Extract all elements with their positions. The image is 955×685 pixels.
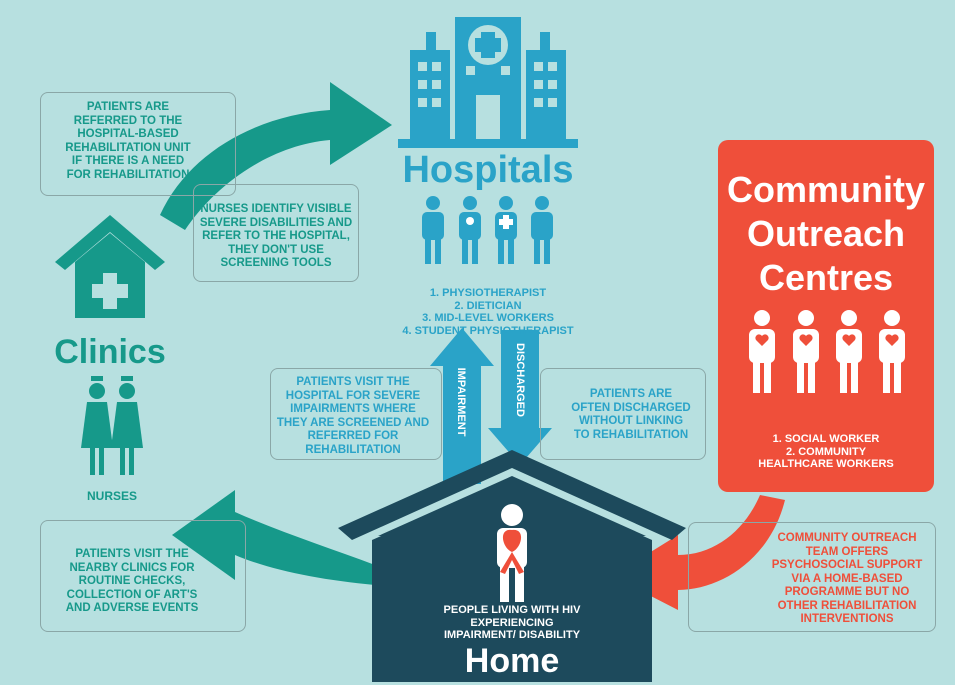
community-staff-list: 1. SOCIAL WORKER 2. COMMUNITY HEALTHCARE… <box>758 433 894 470</box>
impairment-arrow <box>430 328 494 484</box>
clinics-title: Clinics <box>54 333 166 371</box>
community-workers-icon <box>749 310 905 393</box>
home-description: PEOPLE LIVING WITH HIV EXPERIENCING IMPA… <box>443 604 581 641</box>
home-to-clinic-arrow <box>172 490 375 605</box>
note-home-to-hospital-text: PATIENTS VISIT THE HOSPITAL FOR SEVERE I… <box>276 376 430 456</box>
note-nurses-text: NURSES IDENTIFY VISIBLE SEVERE DISABILIT… <box>199 203 353 269</box>
community-to-home-arrow <box>612 495 785 610</box>
clinic-to-hospital-arrow <box>160 82 392 230</box>
hiv-ribbon-person-icon <box>497 504 527 602</box>
community-panel <box>718 140 934 492</box>
note-box-nurses <box>193 184 359 282</box>
home-title: Home <box>464 642 560 680</box>
note-home-to-clinic-text: PATIENTS VISIT THE NEARBY CLINICS FOR RO… <box>65 548 199 614</box>
note-box-home-to-hospital <box>270 368 442 460</box>
hospital-staff-list: 1. PHYSIOTHERAPIST 2. DIETICIAN 3. MID-L… <box>402 287 574 337</box>
note-community-outreach-text: COMMUNITY OUTREACH TEAM OFFERS PSYCHOSOC… <box>771 532 923 625</box>
nurses-icon <box>81 376 143 475</box>
note-discharged-text: PATIENTS ARE OFTEN DISCHARGED WITHOUT LI… <box>571 388 691 441</box>
discharged-label: DISCHARGED <box>514 343 526 417</box>
nurses-label: NURSES <box>86 489 137 503</box>
note-referral-text: PATIENTS ARE REFERRED TO THE HOSPITAL-BA… <box>65 101 191 181</box>
note-box-referral <box>40 92 236 196</box>
clinic-house-icon <box>55 215 165 318</box>
community-title: Community Outreach Centres <box>727 169 925 298</box>
hospital-staff-icon <box>422 196 553 264</box>
discharged-arrow <box>488 330 552 465</box>
hospitals-title: Hospitals <box>402 149 574 191</box>
note-box-home-to-clinic <box>40 520 246 632</box>
impairment-label: IMPAIRMENT <box>455 367 467 437</box>
hospital-building-icon <box>398 17 578 148</box>
note-box-discharged <box>540 368 706 460</box>
note-box-community-outreach <box>688 522 936 632</box>
